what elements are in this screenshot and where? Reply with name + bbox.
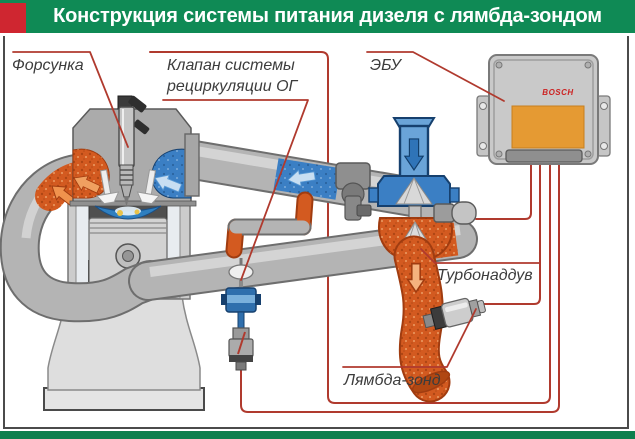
cylinder-head: [69, 95, 200, 220]
callout-injector: [12, 51, 129, 148]
wire-egr-solenoid: [240, 157, 560, 413]
callout-egr-valve: [162, 99, 309, 281]
wire-egr-intake-valve: [149, 51, 551, 404]
combustion-swirl: [94, 205, 162, 220]
bottom-green-strip: [0, 431, 635, 439]
egr-cooler-pipe: [225, 191, 314, 259]
air-intake-duct: [392, 117, 436, 180]
label-ecu: ЭБУ: [370, 57, 401, 74]
compressor: [368, 175, 460, 207]
label-lambda-sensor: Лямбда-зонд: [344, 372, 441, 389]
label-turbocharger: Турбонаддув: [437, 267, 533, 284]
compressor-wheel: [395, 177, 433, 205]
callout-lambda: [342, 308, 477, 368]
callout-ecu: [366, 51, 505, 102]
ecu-orange-label: [511, 105, 585, 149]
intake-flange: [184, 133, 200, 197]
intake-valve: [136, 169, 161, 205]
ecu-connector: [505, 149, 583, 163]
wastegate-actuator: [433, 201, 477, 225]
ecu-unit: BOSCH: [476, 54, 611, 165]
egr-solenoid-sensor: [228, 327, 254, 371]
ecu-wires: [149, 51, 560, 413]
bosch-logo-text: BOSCH: [542, 88, 573, 97]
fuel-injector: [117, 95, 150, 205]
title-accent-square: [0, 3, 26, 33]
page-title: Конструкция системы питания дизеля с лям…: [53, 5, 602, 27]
lambda-sensor: [422, 297, 486, 331]
exhaust-downpipe: [393, 235, 451, 403]
head-gasket: [69, 200, 197, 207]
callout-turbo: [420, 248, 541, 264]
callout-lines: [12, 51, 541, 368]
title-bar: Конструкция системы питания дизеля с лям…: [0, 0, 635, 33]
egr-valve-assembly: [221, 258, 261, 371]
egr-shutoff-valve: [221, 287, 261, 331]
label-injector: Форсунка: [12, 57, 84, 74]
exhaust-port: [70, 148, 110, 199]
wire-turbo-actuator: [475, 157, 532, 220]
turbocharger: [368, 117, 477, 403]
egr-diaphragm: [228, 264, 254, 280]
intake-egr-valve-mechanism: [335, 162, 372, 221]
label-egr-valve: Клапан системы рециркуляции ОГ: [167, 57, 298, 95]
wire-lambda-sensor: [481, 157, 541, 305]
egr-mix-zone: [273, 158, 341, 200]
intake-port: [151, 148, 192, 199]
exhaust-valve: [95, 169, 120, 205]
